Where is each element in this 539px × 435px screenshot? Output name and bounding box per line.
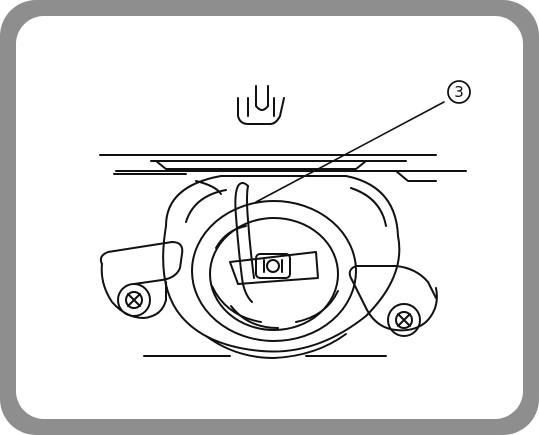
callout-leader-line	[255, 101, 445, 203]
bobbin-latch	[229, 251, 319, 285]
diagram-panel: 3	[16, 16, 523, 419]
callout-number: 3	[454, 83, 464, 101]
bobbin-case	[191, 200, 357, 342]
needle-plate	[99, 154, 467, 182]
callout-marker: 3	[447, 80, 471, 104]
presser-foot	[237, 85, 285, 125]
tension-spring	[234, 182, 255, 303]
hook-base	[143, 333, 387, 359]
rotary-hook-body	[162, 175, 401, 353]
left-retainer-arm	[99, 241, 184, 319]
bobbin-case-illustration: 3	[99, 80, 471, 359]
right-retainer-arm	[348, 265, 438, 337]
